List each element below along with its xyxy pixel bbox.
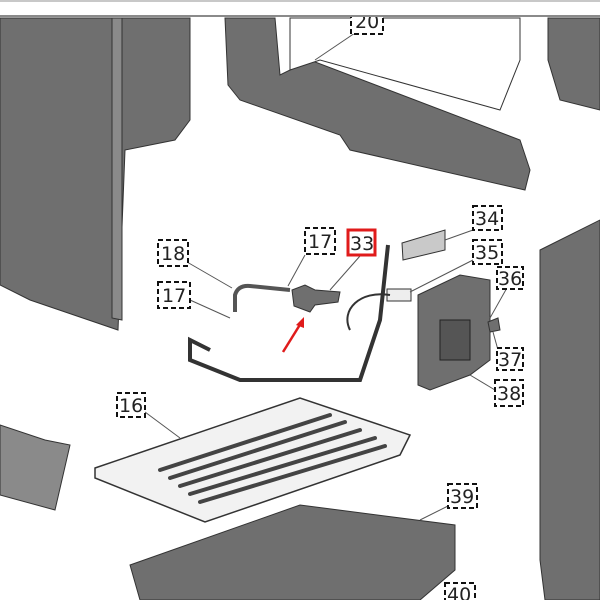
callout-40[interactable]: 40 bbox=[444, 582, 476, 600]
svg-text:33: 33 bbox=[350, 233, 374, 255]
drip-tray-39 bbox=[129, 504, 456, 600]
right-top-panel bbox=[547, 17, 600, 111]
svg-text:39: 39 bbox=[450, 486, 474, 508]
callout-37[interactable]: 37 bbox=[496, 347, 524, 371]
svg-text:17: 17 bbox=[308, 231, 332, 253]
bracket-window bbox=[439, 319, 471, 361]
callout-39[interactable]: 39 bbox=[447, 483, 478, 509]
leader-lines bbox=[144, 32, 509, 521]
left-panel-edge bbox=[111, 17, 123, 321]
drip-tray-grid-16 bbox=[94, 397, 412, 523]
clip-37 bbox=[487, 317, 501, 333]
callout-33-highlighted[interactable]: 33 bbox=[346, 228, 377, 257]
left-side-panel bbox=[0, 17, 191, 331]
callout-17-lower[interactable]: 17 bbox=[157, 281, 191, 309]
svg-text:34: 34 bbox=[475, 208, 499, 230]
callout-34[interactable]: 34 bbox=[472, 205, 503, 231]
wire-harness bbox=[188, 244, 390, 382]
svg-text:35: 35 bbox=[475, 242, 499, 264]
board-34 bbox=[401, 229, 446, 261]
svg-text:40: 40 bbox=[447, 584, 471, 600]
callout-35[interactable]: 35 bbox=[472, 239, 503, 265]
svg-text:36: 36 bbox=[498, 268, 522, 290]
connector-35 bbox=[386, 288, 412, 302]
top-bar bbox=[0, 0, 600, 17]
tube-18 bbox=[233, 283, 291, 312]
valve-33 bbox=[291, 284, 341, 313]
frame-part-20 bbox=[224, 17, 531, 191]
svg-text:18: 18 bbox=[161, 243, 185, 265]
callout-38[interactable]: 38 bbox=[494, 379, 524, 407]
left-drawer bbox=[0, 424, 71, 511]
svg-text:37: 37 bbox=[498, 349, 522, 371]
callout-17-upper[interactable]: 17 bbox=[304, 227, 336, 255]
grid-slots bbox=[158, 413, 387, 504]
callout-16[interactable]: 16 bbox=[116, 392, 146, 418]
callout-36[interactable]: 36 bbox=[496, 266, 524, 290]
svg-text:38: 38 bbox=[497, 383, 521, 405]
wire-loop bbox=[346, 293, 391, 331]
right-column bbox=[539, 219, 600, 600]
frame-opening bbox=[289, 17, 521, 111]
svg-text:17: 17 bbox=[162, 285, 186, 307]
red-arrow-icon bbox=[281, 317, 304, 353]
callout-18[interactable]: 18 bbox=[157, 239, 189, 267]
svg-text:16: 16 bbox=[119, 395, 143, 417]
